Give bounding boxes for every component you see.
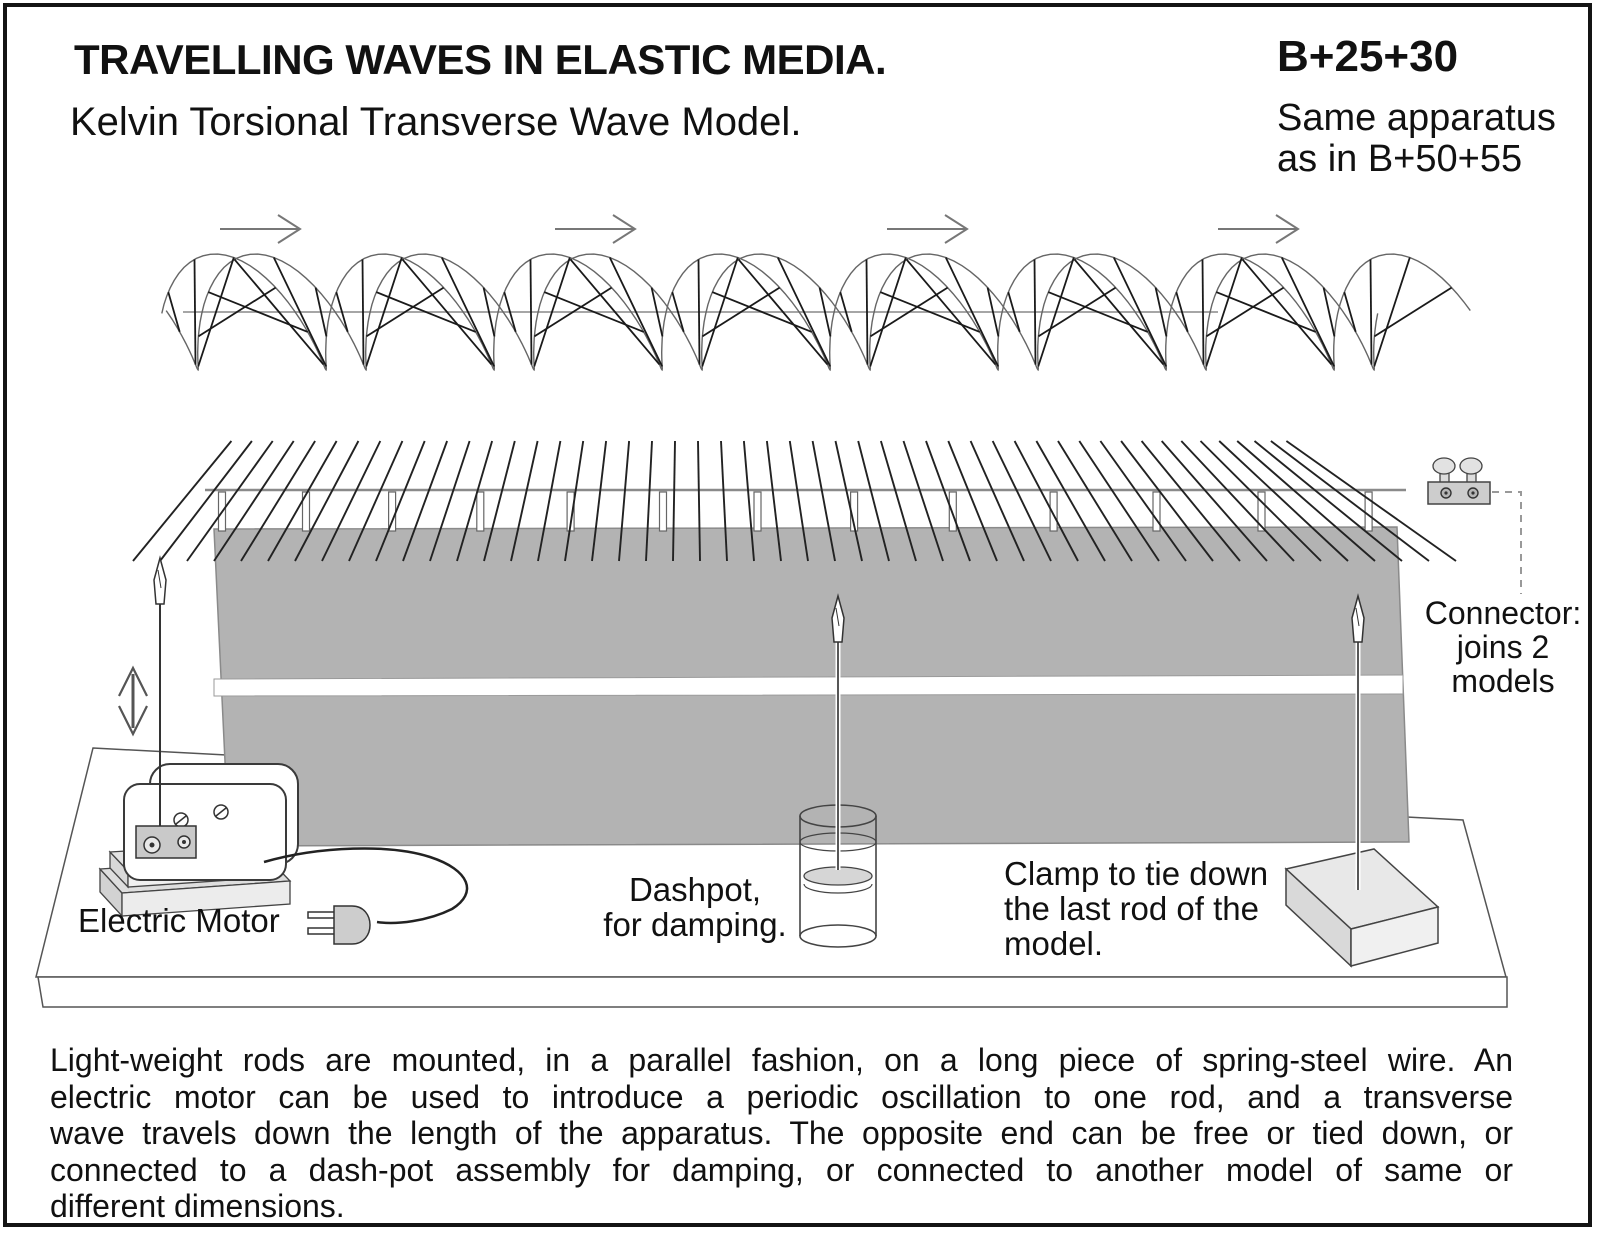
apparatus-note: Same apparatus as in B+50+55 [1277, 97, 1556, 180]
alligator-clips [153, 555, 1365, 643]
oscillation-arrow-icon [118, 665, 148, 737]
border-frame [3, 3, 1592, 1227]
rod-fan [132, 440, 1457, 562]
page-subtitle: Kelvin Torsional Transverse Wave Model. [70, 100, 802, 144]
caption-line: connected to a dash-pot assembly for dam… [50, 1151, 1513, 1188]
caption-line: wave travels down the length of the appa… [50, 1115, 1513, 1151]
catalog-code: B+25+30 [1277, 32, 1459, 81]
connector-block [1427, 457, 1522, 594]
dashpot-bottom [799, 924, 877, 948]
connector-leader-line [1492, 491, 1522, 594]
clamp-block [1284, 848, 1440, 968]
caption-line: Light-weight rods are mounted, in a para… [50, 1042, 1513, 1078]
electric-motor [98, 602, 299, 918]
motor-base-lower-front [121, 880, 291, 917]
caption-line: electric motor can be used to introduce … [50, 1078, 1513, 1115]
label-connector: Connector: joins 2 models [1424, 595, 1582, 699]
model-board [213, 526, 1410, 847]
board-white-stripe [213, 674, 1404, 697]
page-title: TRAVELLING WAVES IN ELASTIC MEDIA. [74, 36, 887, 83]
wave-illustration [161, 214, 1471, 372]
caption-line: different dimensions. [50, 1188, 345, 1224]
connector-thumbscrew-icon [1432, 457, 1456, 475]
power-plug [307, 905, 371, 945]
label-electric-motor: Electric Motor [78, 902, 280, 939]
table-front-edge [37, 976, 1508, 1008]
connector-body [1427, 481, 1491, 505]
label-dashpot: Dashpot, for damping. [603, 871, 787, 943]
label-clamp: Clamp to tie down the last rod of the mo… [1004, 855, 1269, 962]
caption-paragraph: Light-weight rods are mounted, in a para… [50, 1042, 1513, 1225]
power-cord [263, 847, 469, 925]
